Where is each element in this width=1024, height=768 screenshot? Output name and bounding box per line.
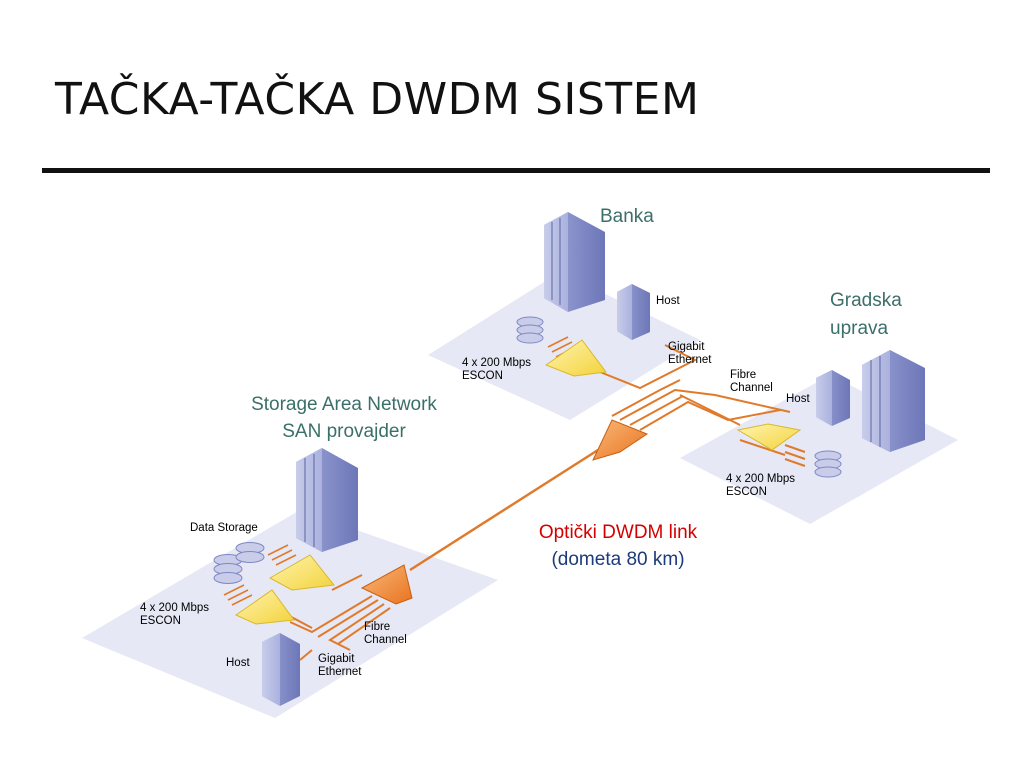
gradska-label-1: Gradska <box>830 290 902 311</box>
gradska-fibre-label-2: Channel <box>730 382 773 394</box>
san-server-tower <box>296 448 358 552</box>
san-escon-label-1: 4 x 200 Mbps <box>140 602 209 614</box>
san-amplifier-triangle <box>360 564 413 605</box>
san-gigabit-label-1: Gigabit <box>318 653 355 665</box>
banka-storage-disks <box>516 316 544 344</box>
san-gigabit-label-2: Ethernet <box>318 666 362 678</box>
gradska-escon-label-2: ESCON <box>726 486 767 498</box>
san-data-storage-label: Data Storage <box>190 522 258 534</box>
dwdm-link-cable <box>409 448 599 572</box>
san-mux-triangle-upper <box>268 554 335 591</box>
gradska-mux-triangle <box>736 423 802 451</box>
dwdm-range-label: (dometa 80 km) <box>551 549 684 570</box>
san-mux-triangle-lower <box>234 589 295 625</box>
banka-host-label: Host <box>656 295 680 307</box>
title-underline <box>42 168 990 173</box>
san-fibre-label-1: Fibre <box>364 621 390 633</box>
gradska-host-label: Host <box>786 393 810 405</box>
dwdm-link-label: Optički DWDM link <box>539 522 698 543</box>
gradska-fibre-label-1: Fibre <box>730 369 756 381</box>
san-cables <box>281 574 391 661</box>
central-amplifier-triangle <box>592 419 649 461</box>
slide-title: TAČKA-TAČKA DWDM SISTEM <box>55 74 700 125</box>
san-fibre-label-2: Channel <box>364 634 407 646</box>
san-label-2: SAN provajder <box>282 421 406 442</box>
banka-mux-triangle <box>544 339 607 377</box>
gradska-server-tower <box>862 350 925 452</box>
san-host-label: Host <box>226 657 250 669</box>
san-storage-disks <box>213 542 265 584</box>
banka-server-tower <box>544 212 605 312</box>
san-host-computer <box>262 633 300 706</box>
banka-gigabit-label-2: Ethernet <box>668 354 712 366</box>
gradska-escon-label-1: 4 x 200 Mbps <box>726 473 795 485</box>
banka-gigabit-label-1: Gigabit <box>668 341 705 353</box>
banka-cables <box>599 344 791 431</box>
banka-host-computer <box>617 284 650 340</box>
gradska-storage-disks <box>814 450 842 478</box>
san-label-1: Storage Area Network <box>251 394 437 415</box>
gradska-label-2: uprava <box>830 318 889 339</box>
gradska-host-computer <box>816 370 850 426</box>
banka-escon-label-2: ESCON <box>462 370 503 382</box>
san-escon-label-2: ESCON <box>140 615 181 627</box>
banka-escon-label-1: 4 x 200 Mbps <box>462 357 531 369</box>
banka-label: Banka <box>600 206 654 227</box>
gradska-cables <box>679 394 806 467</box>
